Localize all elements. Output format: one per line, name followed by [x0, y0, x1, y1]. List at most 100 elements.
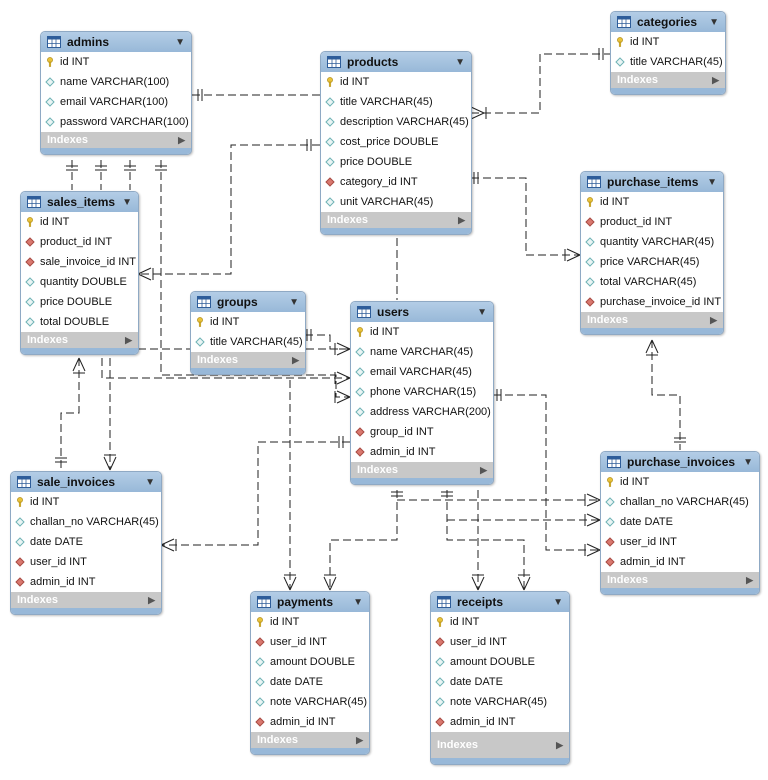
indexes-bar[interactable]: Indexes ▶ — [41, 132, 191, 148]
table-header[interactable]: purchase_invoices ▼ — [601, 452, 759, 472]
table-users[interactable]: users ▼ id INT name VARCHAR(45) email VA… — [350, 301, 494, 485]
column-row: price VARCHAR(45) — [581, 252, 723, 272]
table-sale-invoices[interactable]: sale_invoices ▼ id INT challan_no VARCHA… — [10, 471, 162, 615]
table-products[interactable]: products ▼ id INT title VARCHAR(45) desc… — [320, 51, 472, 235]
table-payments[interactable]: payments ▼ id INT user_id INT amount DOU… — [250, 591, 370, 755]
indexes-bar[interactable]: Indexes ▶ — [191, 352, 305, 368]
table-header[interactable]: purchase_items ▼ — [581, 172, 723, 192]
collapse-icon[interactable]: ▼ — [477, 306, 487, 318]
table-purchase-invoices[interactable]: purchase_invoices ▼ id INT challan_no VA… — [600, 451, 760, 595]
indexes-bar[interactable]: Indexes ▶ — [581, 312, 723, 328]
table-icon — [357, 306, 371, 318]
expand-arrow-icon[interactable]: ▶ — [480, 464, 487, 475]
table-receipts[interactable]: receipts ▼ id INT user_id INT amount DOU… — [430, 591, 570, 765]
indexes-bar[interactable]: Indexes ▶ — [351, 462, 493, 478]
table-header[interactable]: admins ▼ — [41, 32, 191, 52]
column-row: product_id INT — [21, 232, 138, 252]
column-label: id INT — [30, 496, 60, 508]
table-header[interactable]: groups ▼ — [191, 292, 305, 312]
table-groups[interactable]: groups ▼ id INT title VARCHAR(45) Indexe… — [190, 291, 306, 375]
expand-arrow-icon[interactable]: ▶ — [710, 314, 717, 325]
table-footer — [581, 328, 723, 334]
column-label: name VARCHAR(100) — [60, 76, 170, 88]
column-row: admin_id INT — [11, 572, 161, 592]
column-label: admin_id INT — [30, 576, 96, 588]
expand-arrow-icon[interactable]: ▶ — [712, 74, 719, 85]
expand-arrow-icon[interactable]: ▶ — [356, 734, 363, 745]
collapse-icon[interactable]: ▼ — [175, 36, 185, 48]
indexes-bar[interactable]: Indexes ▶ — [601, 572, 759, 588]
table-icon — [197, 296, 211, 308]
collapse-icon[interactable]: ▼ — [707, 176, 717, 188]
collapse-icon[interactable]: ▼ — [122, 196, 132, 208]
table-footer — [11, 608, 161, 614]
column-label: challan_no VARCHAR(45) — [30, 516, 159, 528]
primary-key-icon — [257, 617, 263, 627]
indexes-bar[interactable]: Indexes ▶ — [321, 212, 471, 228]
column-label: admin_id INT — [450, 716, 516, 728]
column-label: id INT — [40, 216, 70, 228]
column-label: id INT — [630, 36, 660, 48]
expand-arrow-icon[interactable]: ▶ — [556, 739, 563, 750]
table-admins[interactable]: admins ▼ id INT name VARCHAR(100) email … — [40, 31, 192, 155]
table-header[interactable]: receipts ▼ — [431, 592, 569, 612]
column-row: id INT — [321, 72, 471, 92]
collapse-icon[interactable]: ▼ — [289, 296, 299, 308]
column-label: admin_id INT — [620, 556, 686, 568]
column-label: date DATE — [620, 516, 673, 528]
table-categories[interactable]: categories ▼ id INT title VARCHAR(45) In… — [610, 11, 726, 95]
collapse-icon[interactable]: ▼ — [709, 16, 719, 28]
indexes-label: Indexes — [327, 214, 368, 226]
column-row: date DATE — [601, 512, 759, 532]
collapse-icon[interactable]: ▼ — [743, 456, 753, 468]
collapse-icon[interactable]: ▼ — [145, 476, 155, 488]
table-sales-items[interactable]: sales_items ▼ id INT product_id INT sale… — [20, 191, 139, 355]
column-row: sale_invoice_id INT — [21, 252, 138, 272]
column-row: cost_price DOUBLE — [321, 132, 471, 152]
expand-arrow-icon[interactable]: ▶ — [178, 134, 185, 145]
indexes-bar[interactable]: Indexes ▶ — [431, 732, 569, 758]
indexes-bar[interactable]: Indexes ▶ — [11, 592, 161, 608]
foreign-key-icon — [325, 177, 335, 187]
column-row: password VARCHAR(100) — [41, 112, 191, 132]
foreign-key-icon — [255, 717, 265, 727]
expand-arrow-icon[interactable]: ▶ — [292, 354, 299, 365]
table-header[interactable]: sales_items ▼ — [21, 192, 138, 212]
column-icon — [45, 117, 55, 127]
indexes-label: Indexes — [437, 739, 478, 751]
expand-arrow-icon[interactable]: ▶ — [746, 574, 753, 585]
primary-key-icon — [617, 37, 623, 47]
table-name: receipts — [457, 595, 504, 609]
column-icon — [605, 497, 615, 507]
collapse-icon[interactable]: ▼ — [353, 596, 363, 608]
indexes-bar[interactable]: Indexes ▶ — [251, 732, 369, 748]
table-header[interactable]: categories ▼ — [611, 12, 725, 32]
table-icon — [617, 16, 631, 28]
column-label: unit VARCHAR(45) — [340, 196, 434, 208]
column-row: id INT — [611, 32, 725, 52]
foreign-key-icon — [355, 447, 365, 457]
table-footer — [251, 748, 369, 754]
collapse-icon[interactable]: ▼ — [455, 56, 465, 68]
table-header[interactable]: products ▼ — [321, 52, 471, 72]
expand-arrow-icon[interactable]: ▶ — [458, 214, 465, 225]
column-row: purchase_invoice_id INT — [581, 292, 723, 312]
column-label: id INT — [620, 476, 650, 488]
collapse-icon[interactable]: ▼ — [553, 596, 563, 608]
column-label: title VARCHAR(45) — [340, 96, 433, 108]
indexes-bar[interactable]: Indexes ▶ — [21, 332, 138, 348]
table-header[interactable]: payments ▼ — [251, 592, 369, 612]
expand-arrow-icon[interactable]: ▶ — [125, 334, 132, 345]
table-header[interactable]: sale_invoices ▼ — [11, 472, 161, 492]
column-icon — [15, 517, 25, 527]
indexes-bar[interactable]: Indexes ▶ — [611, 72, 725, 88]
table-header[interactable]: users ▼ — [351, 302, 493, 322]
table-purchase-items[interactable]: purchase_items ▼ id INT product_id INT q… — [580, 171, 724, 335]
column-label: sale_invoice_id INT — [40, 256, 136, 268]
column-row: phone VARCHAR(15) — [351, 382, 493, 402]
column-icon — [45, 77, 55, 87]
primary-key-icon — [17, 497, 23, 507]
indexes-label: Indexes — [27, 334, 68, 346]
expand-arrow-icon[interactable]: ▶ — [148, 594, 155, 605]
indexes-label: Indexes — [607, 574, 648, 586]
